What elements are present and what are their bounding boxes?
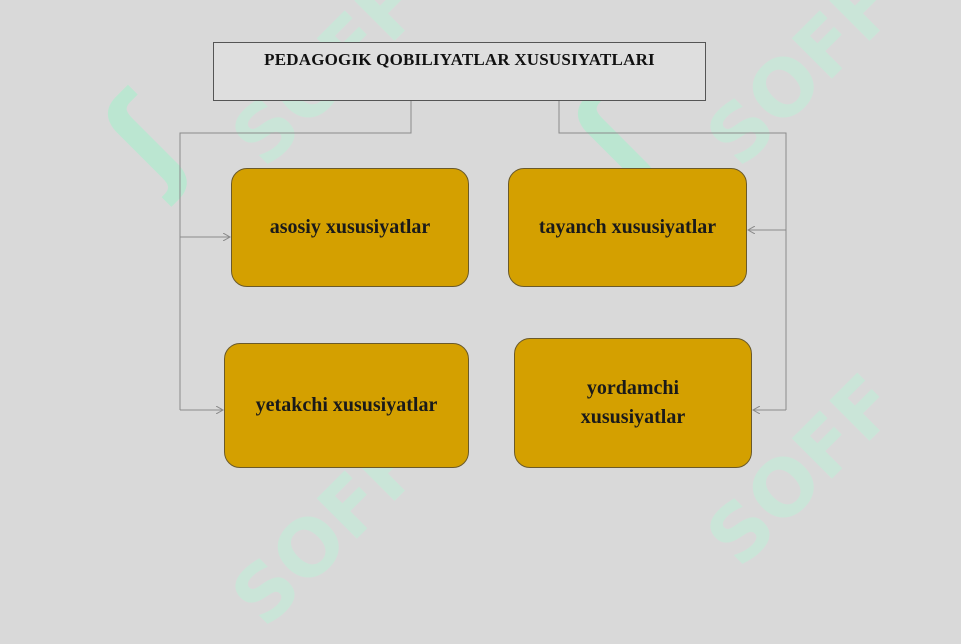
- connector-lines: [179, 101, 787, 540]
- diagram-title: PEDAGOGIK QOBILIYATLAR XUSUSIYATLARI: [213, 42, 706, 101]
- box-asosiy-xususiyatlar: asosiy xususiyatlar: [231, 168, 469, 287]
- connector-title-right: [558, 101, 787, 410]
- box-yordamchi-xususiyatlar: yordamchi xususiyatlar: [514, 338, 752, 468]
- connector-title-left: [179, 101, 412, 410]
- slide: ʃ SOFF ʃ SOFF SOFF SOFF PEDAGOGIK QOBILI…: [78, 0, 915, 644]
- box-yetakchi-xususiyatlar: yetakchi xususiyatlar: [224, 343, 469, 468]
- box-tayanch-xususiyatlar: tayanch xususiyatlar: [508, 168, 747, 287]
